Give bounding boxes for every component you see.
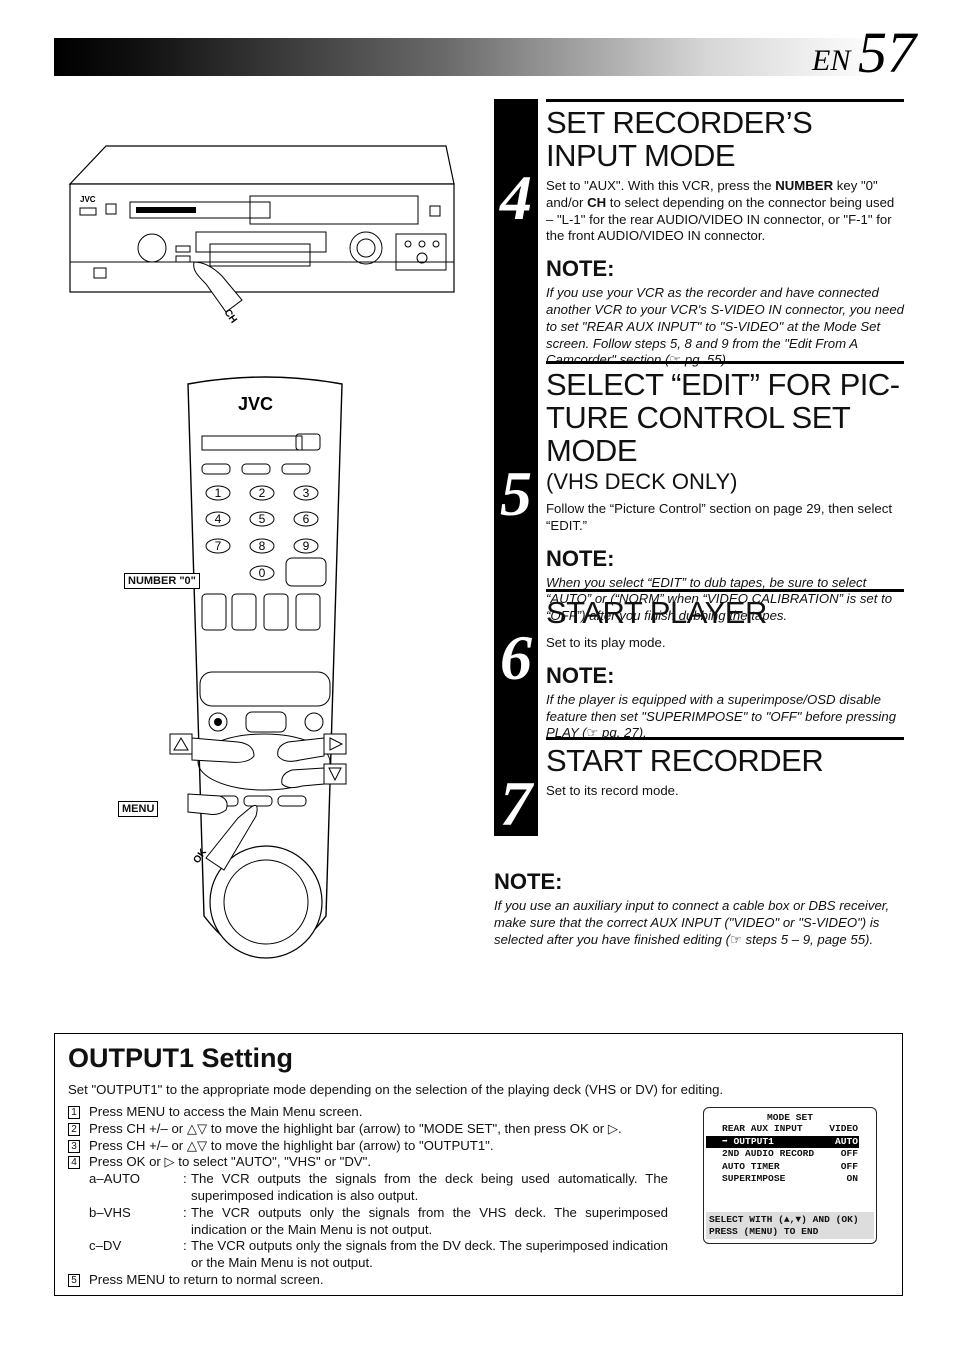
ch-label: CH bbox=[222, 307, 239, 324]
step-6-title: START PLAYER bbox=[546, 595, 767, 630]
menu-footer: SELECT WITH (▲,▼) AND (OK) PRESS (MENU) … bbox=[706, 1212, 874, 1239]
bottom-note-heading: NOTE: bbox=[494, 869, 563, 894]
step-6-note-text: If the player is equipped with a superim… bbox=[546, 691, 897, 741]
arrow-icon: ➡ bbox=[722, 1135, 728, 1147]
output1-title: OUTPUT1 Setting bbox=[68, 1043, 294, 1073]
remote-brand: JVC bbox=[238, 394, 273, 414]
key-0: 0 bbox=[259, 566, 266, 580]
step-5-note-text: When you select “EDIT” to dub tapes, be … bbox=[546, 574, 893, 624]
option-vhs: b–VHS:The VCR outputs only the signals f… bbox=[89, 1204, 668, 1237]
key-1: 1 bbox=[215, 486, 222, 500]
ok-label: OK bbox=[191, 846, 209, 865]
step-7-title: START RECORDER bbox=[546, 743, 824, 778]
number-zero-callout: NUMBER "0" bbox=[124, 573, 200, 589]
option-auto: a–AUTO:The VCR outputs the signals from … bbox=[89, 1171, 668, 1203]
menu-callout: MENU bbox=[118, 801, 159, 817]
key-8: 8 bbox=[259, 539, 266, 553]
step-5-subtitle: (VHS DECK ONLY) bbox=[546, 469, 738, 494]
key-4: 4 bbox=[215, 512, 222, 526]
bottom-note: NOTE: If you use an auxiliary input to c… bbox=[494, 858, 904, 948]
step-5-body: Follow the “Picture Control” section on … bbox=[546, 501, 892, 533]
step-7-section: START RECORDER Set to its record mode. bbox=[546, 737, 904, 800]
key-3: 3 bbox=[303, 486, 310, 500]
vcr-brand: JVC bbox=[80, 195, 96, 204]
key-6: 6 bbox=[303, 512, 310, 526]
step-column bbox=[494, 99, 538, 836]
output1-intro: Set "OUTPUT1" to the appropriate mode de… bbox=[68, 1082, 724, 1097]
header-bar bbox=[54, 38, 924, 76]
step-5-section: SELECT “EDIT” FOR PIC- TURE CONTROL SET … bbox=[546, 361, 904, 625]
step-4-note-text: If you use your VCR as the recorder and … bbox=[546, 285, 905, 368]
step-6-note-heading: NOTE: bbox=[546, 662, 615, 688]
vcr-illustration: JVC CH bbox=[68, 145, 455, 324]
step-6-section: START PLAYER Set to its play mode. NOTE:… bbox=[546, 589, 904, 742]
step-number-7: 7 bbox=[500, 768, 532, 839]
mode-set-title: MODE SET bbox=[766, 1112, 814, 1123]
key-9: 9 bbox=[303, 539, 310, 553]
step-5-note-heading: NOTE: bbox=[546, 545, 615, 571]
hand-pointer-icon: OK bbox=[169, 733, 347, 871]
step-number-6: 6 bbox=[500, 622, 532, 693]
option-dv: c–DV:The VCR outputs only the signals fr… bbox=[89, 1238, 668, 1271]
page-number: 57 bbox=[858, 20, 916, 85]
step-7-body: Set to its record mode. bbox=[546, 783, 679, 798]
key-7: 7 bbox=[215, 539, 222, 553]
step-4-section: SET RECORDER’S INPUT MODE Set to "AUX". … bbox=[546, 99, 904, 369]
step-number-4: 4 bbox=[500, 162, 532, 233]
step-6-body: Set to its play mode. bbox=[546, 635, 666, 650]
bottom-note-text: If you use an auxiliary input to connect… bbox=[494, 898, 890, 947]
step-4-note-heading: NOTE: bbox=[546, 256, 615, 282]
key-5: 5 bbox=[259, 512, 266, 526]
language-code: EN bbox=[812, 44, 851, 77]
step-5-title: SELECT “EDIT” FOR PIC- TURE CONTROL SET … bbox=[546, 367, 900, 468]
key-2: 2 bbox=[259, 486, 266, 500]
step-4-title: SET RECORDER’S INPUT MODE bbox=[546, 105, 813, 173]
output1-box bbox=[54, 1033, 903, 1296]
remote-illustration: JVC 1 2 3 4 5 6 7 8 9 0 bbox=[187, 376, 343, 959]
step-number-5: 5 bbox=[500, 458, 532, 529]
step-4-body: Set to "AUX". With this VCR, press the N… bbox=[546, 178, 895, 244]
